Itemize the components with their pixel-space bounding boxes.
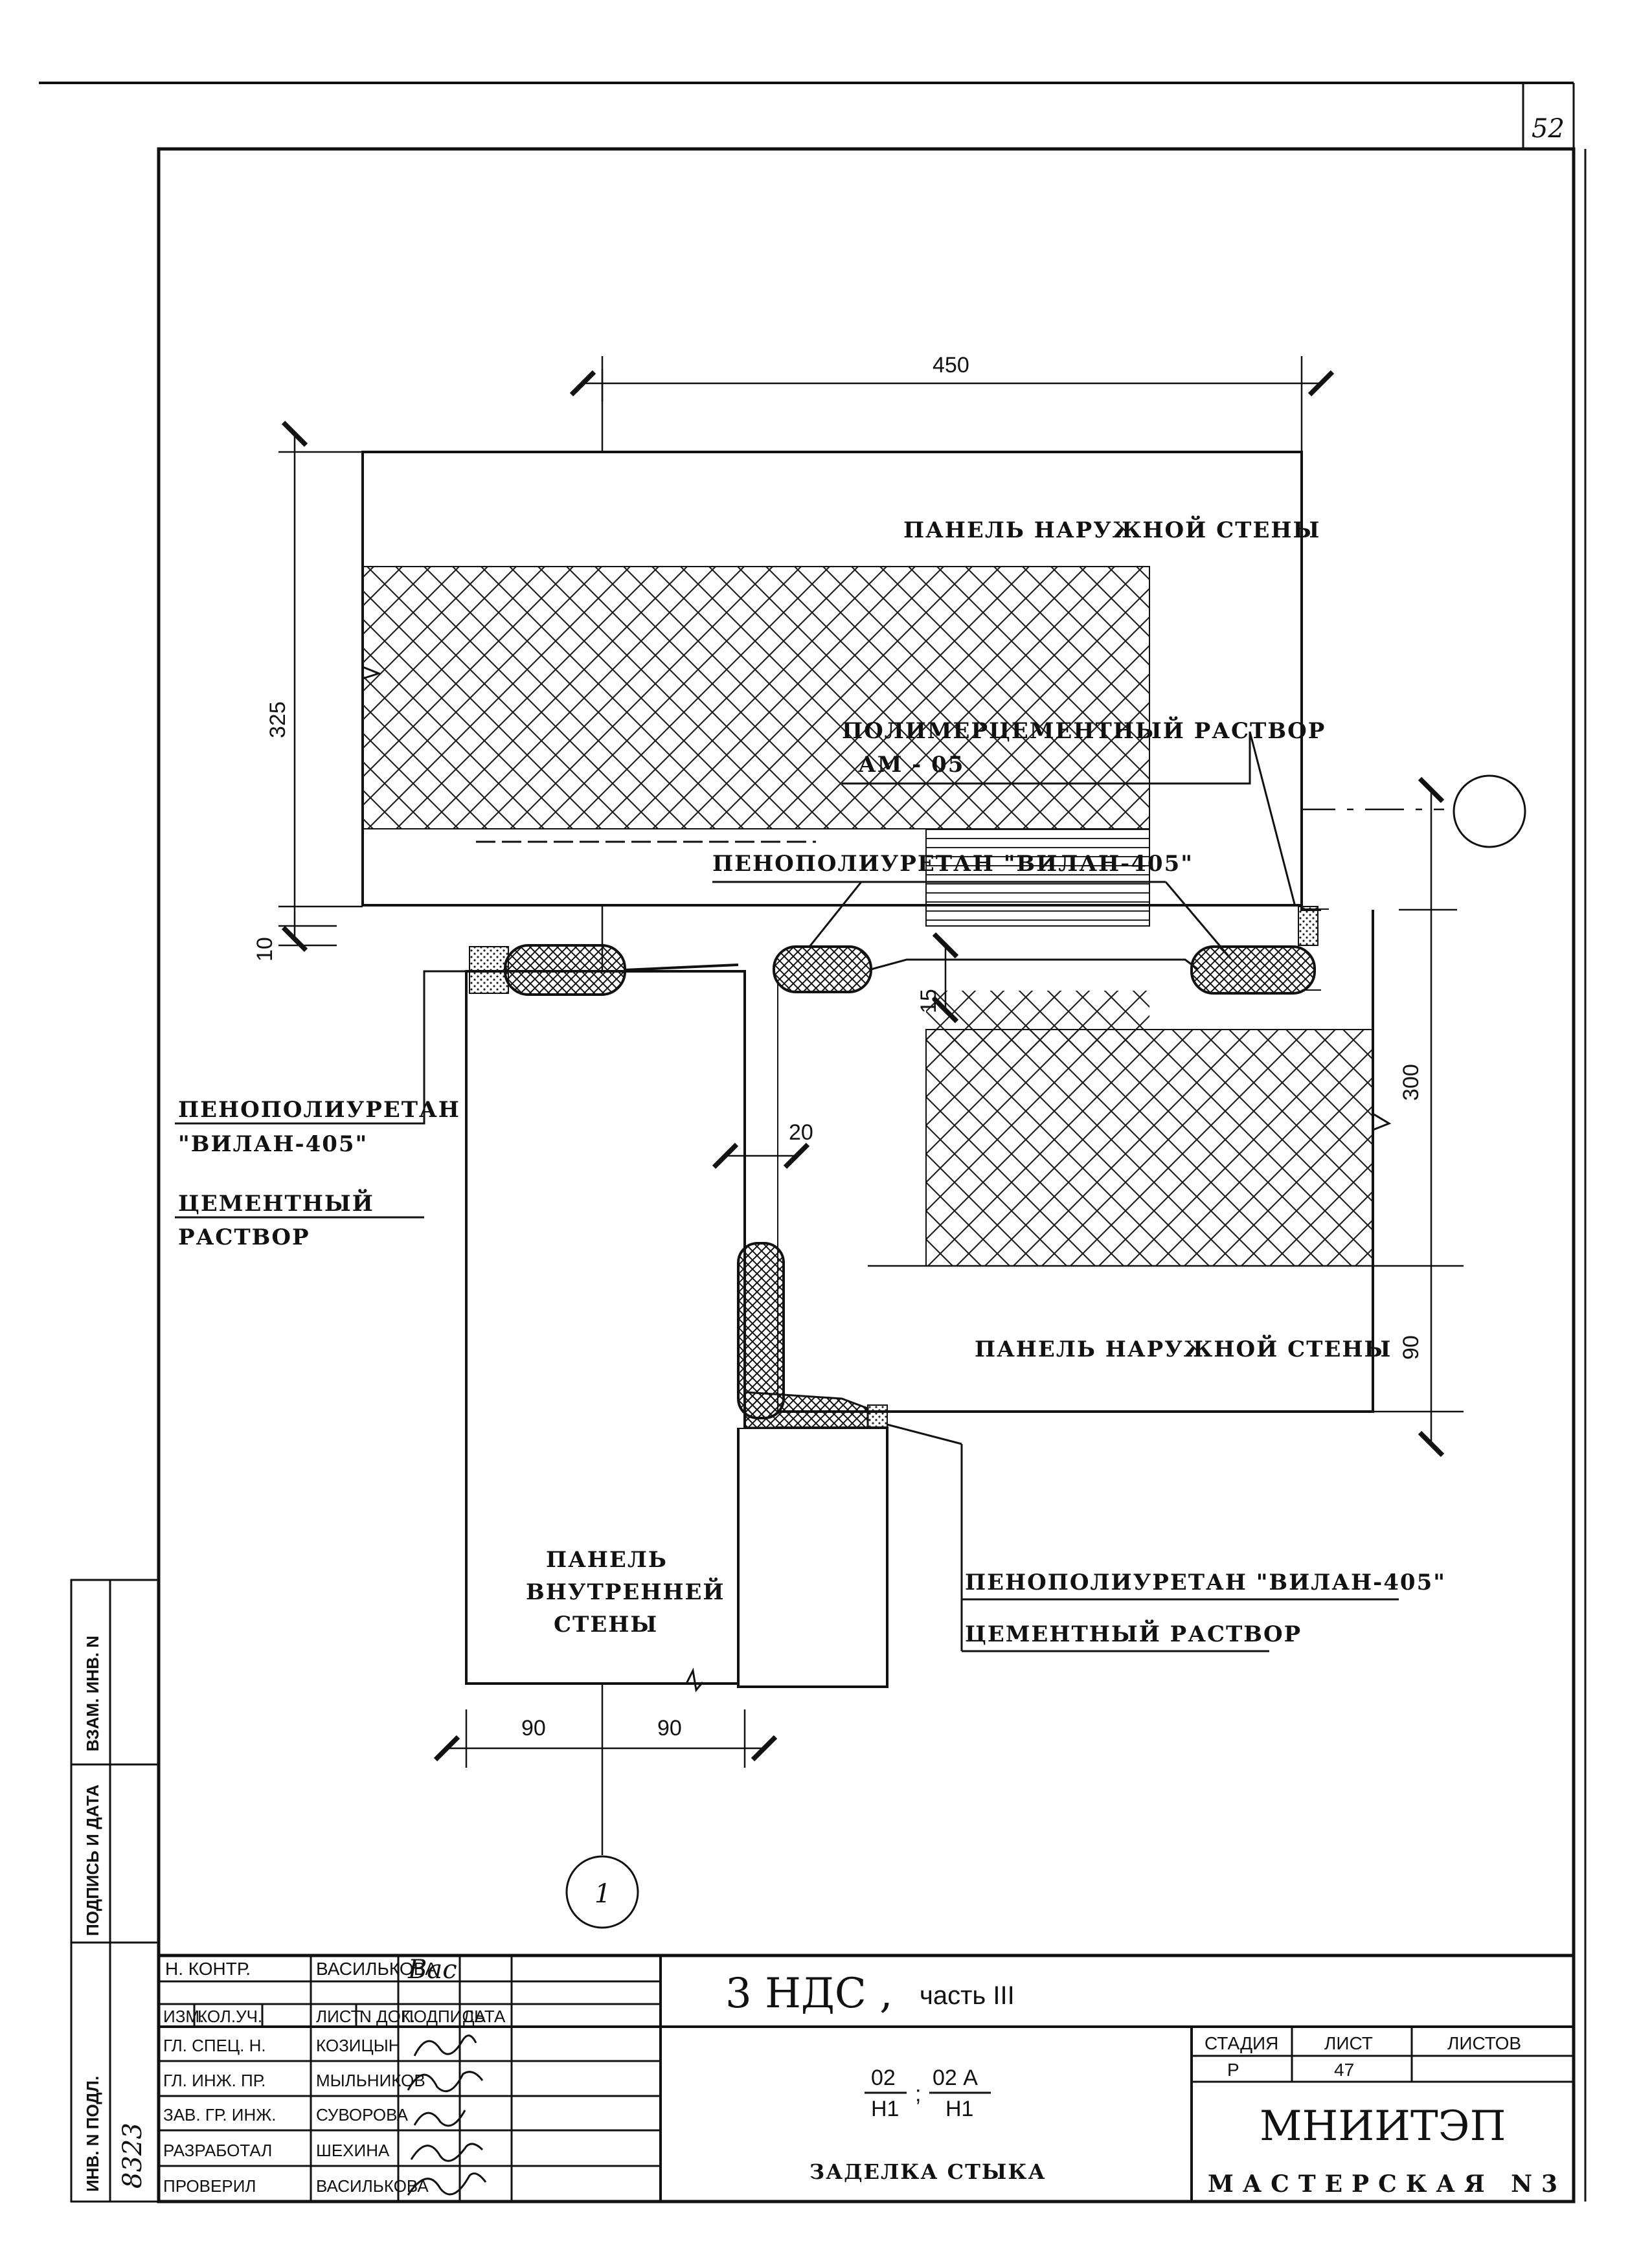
label-polymer-mortar-grade: АМ - 05 [858, 752, 964, 778]
leader-lines [175, 731, 1399, 1652]
foam-seal-top-left [469, 944, 739, 996]
tb-project: 3 НДС , [725, 1970, 893, 2018]
tb-code-sep: ; [915, 2082, 921, 2106]
tb-org: МНИИТЭП [1260, 2102, 1506, 2150]
dim-left-height: 325 [266, 701, 290, 738]
stamp-podpis-data: ПОДПИСЬ И ДАТА [83, 1785, 102, 1936]
foam-seal-top-center [773, 945, 1199, 993]
label-foam-left-1: ПЕНОПОЛИУРЕТАН [178, 1097, 460, 1123]
tb-person-role: ГЛ. ИНЖ. ПР. [163, 2071, 266, 2090]
dim-bottom-right: 90 [657, 1716, 682, 1741]
label-mortar-left-1: ЦЕМЕНТНЫЙ [178, 1189, 374, 1217]
tb-control-name: ВАСИЛЬКОВА [316, 1959, 437, 1979]
dim-top-width: 450 [933, 353, 969, 378]
tb-sheets-header: ЛИСТОВ [1447, 2033, 1521, 2053]
side-stamp [70, 1579, 160, 2203]
tb-person-name: МЫЛЬНИКОВ [316, 2071, 425, 2090]
tb-person-role: РАЗРАБОТАЛ [163, 2141, 272, 2160]
tb-code-2-num: 02 А [933, 2066, 978, 2090]
tb-control-sign: Вас [407, 1955, 457, 1985]
tb-person-name: КОЗИЦЫН [316, 2036, 401, 2055]
tb-person-name: ШЕХИНА [316, 2141, 390, 2160]
label-foam-center: ПЕНОПОЛИУРЕТАН "ВИЛАН-405" [712, 851, 1194, 877]
inner-panel [465, 970, 888, 1693]
dim-right-bottom: 90 [1399, 1335, 1423, 1360]
tb-part: часть III [920, 1981, 1015, 2010]
tb-header-izm: ИЗМ. [163, 2007, 204, 2026]
tb-code-1-num: 02 [871, 2066, 896, 2090]
outer-panel-top [361, 451, 1303, 927]
dim-gap: 10 [253, 937, 277, 962]
tb-control-role: Н. КОНТР. [165, 1959, 251, 1979]
axis-mark-circle-bottom [565, 1855, 639, 1929]
dim-bottom-left: 90 [521, 1716, 546, 1741]
axis-mark-label: 1 [594, 1879, 611, 1909]
tb-stage-header: СТАДИЯ [1205, 2033, 1278, 2053]
tb-person-name: СУВОРОВА [316, 2105, 409, 2124]
outer-panel-right [776, 910, 1392, 1413]
tb-code-2-den: Н1 [945, 2097, 973, 2121]
tb-header-ndok: N ДОК. [359, 2007, 415, 2026]
title-block-grid [157, 1954, 1576, 2203]
tb-sheet-title: ЗАДЕЛКА СТЫКА [809, 2159, 1047, 2184]
page-number: 52 [1532, 114, 1565, 144]
dimension-lines [278, 356, 1464, 1768]
tb-person-role: ЗАВ. ГР. ИНЖ. [163, 2105, 276, 2124]
stamp-vzam-inv: ВЗАМ. ИНВ. N [83, 1636, 102, 1752]
foam-seal-top-right [1190, 945, 1316, 995]
tb-person-name: ВАСИЛЬКОВА [316, 2176, 429, 2196]
label-inner-panel-3: СТЕНЫ [554, 1612, 658, 1638]
label-outer-panel-bottom: ПАНЕЛЬ НАРУЖНОЙ СТЕНЫ [975, 1335, 1392, 1362]
dim-foam-gap: 15 [916, 989, 941, 1013]
tb-stage: Р [1227, 2060, 1239, 2080]
label-foam-left-2: "ВИЛАН-405" [178, 1131, 368, 1157]
label-foam-right: ПЕНОПОЛИУРЕТАН "ВИЛАН-405" [965, 1570, 1446, 1595]
tb-header-kolych: КОЛ.УЧ. [198, 2007, 262, 2026]
tb-person-role: ГЛ. СПЕЦ. Н. [163, 2036, 266, 2055]
tb-header-data: ДАТА [463, 2007, 506, 2026]
label-mortar-left-2: РАСТВОР [178, 1224, 310, 1250]
dim-right-height: 300 [1399, 1064, 1423, 1101]
label-mortar-right: ЦЕМЕНТНЫЙ РАСТВОР [965, 1619, 1302, 1647]
label-inner-panel-2: ВНУТРЕННЕЙ [526, 1577, 725, 1605]
tb-workshop: МАСТЕРСКАЯ N3 [1208, 2170, 1567, 2198]
foam-seal-vertical [737, 1242, 888, 1429]
axis-mark-circle-right [1453, 774, 1526, 848]
label-outer-panel-top: ПАНЕЛЬ НАРУЖНОЙ СТЕНЫ [903, 515, 1320, 543]
label-polymer-mortar: ПОЛИМЕРЦЕМЕНТНЫЙ РАСТВОР [842, 716, 1326, 744]
label-inner-panel-1: ПАНЕЛЬ [546, 1547, 668, 1573]
tb-code-1-den: Н1 [871, 2097, 899, 2121]
tb-sheet: 47 [1334, 2060, 1354, 2080]
stamp-inv-number: 8323 [118, 2123, 148, 2189]
stamp-inv-podl: ИНВ. N ПОДЛ. [83, 2076, 102, 2192]
tb-header-podpis: ПОДПИСЬ [402, 2007, 485, 2026]
tb-sheet-header: ЛИСТ [1324, 2033, 1373, 2053]
tb-person-role: ПРОВЕРИЛ [163, 2176, 256, 2196]
dim-joint: 20 [789, 1120, 813, 1145]
tb-header-list: ЛИСТ [316, 2007, 361, 2026]
signatures [407, 2034, 487, 2196]
